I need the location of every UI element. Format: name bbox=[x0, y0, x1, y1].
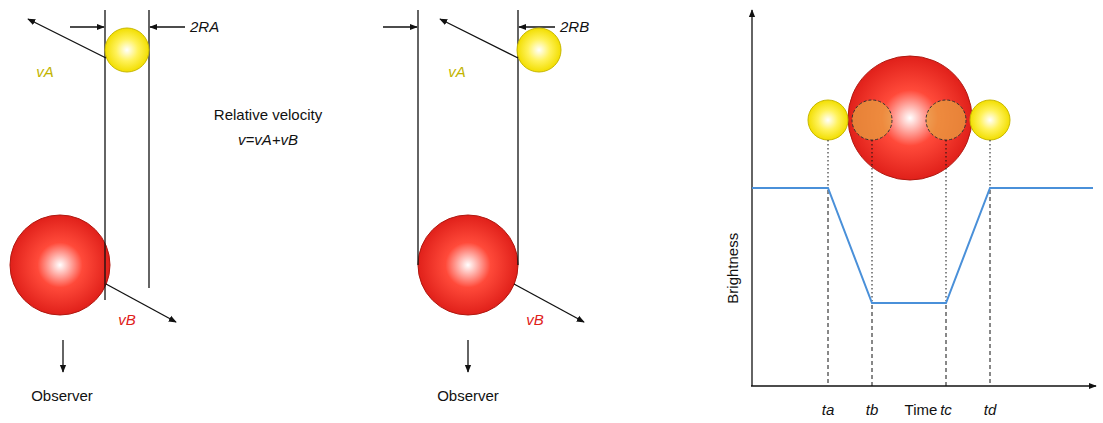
note-label: Relative velocity bbox=[214, 107, 322, 124]
formula-label: v=vA+vB bbox=[238, 132, 298, 149]
dotted-guides bbox=[828, 140, 990, 301]
time-label: ta bbox=[822, 402, 835, 419]
velocity-arrow bbox=[440, 19, 518, 58]
star-a bbox=[808, 100, 848, 140]
observer-arrow bbox=[62, 340, 63, 372]
observer-arrow bbox=[467, 340, 468, 372]
y-axis bbox=[751, 10, 752, 386]
middle-panel bbox=[383, 10, 584, 372]
star-a-transit bbox=[852, 100, 892, 140]
velocity-arrow bbox=[28, 19, 106, 58]
time-label: tc bbox=[940, 402, 952, 419]
axis-label: Brightness bbox=[725, 233, 742, 304]
dimension-arrow bbox=[150, 26, 185, 27]
time-label: td bbox=[984, 402, 997, 419]
star-b bbox=[10, 215, 110, 315]
velocity-label: vB bbox=[526, 312, 544, 329]
velocity-arrow bbox=[514, 284, 584, 322]
axis-label: Time bbox=[905, 402, 938, 419]
dimension-label: 2RA bbox=[190, 19, 219, 36]
x-axis bbox=[751, 385, 1096, 386]
star-a-transit bbox=[926, 100, 966, 140]
velocity-label: vA bbox=[448, 64, 466, 81]
star-a bbox=[517, 28, 561, 72]
velocity-arrow bbox=[106, 284, 176, 322]
star-a bbox=[970, 100, 1010, 140]
velocity-label: vB bbox=[118, 312, 136, 329]
dimension-arrow bbox=[519, 26, 555, 27]
time-label: tb bbox=[866, 402, 879, 419]
velocity-label: vA bbox=[36, 64, 54, 81]
dimension-arrow bbox=[70, 26, 104, 27]
guide-line bbox=[417, 10, 418, 265]
star-b bbox=[418, 215, 518, 315]
light-curve bbox=[752, 188, 1093, 303]
observer-label: Observer bbox=[31, 388, 93, 405]
dimension-arrow bbox=[383, 26, 417, 27]
light-curve-panel bbox=[751, 10, 1096, 386]
star-b bbox=[848, 56, 972, 180]
time-markers bbox=[828, 190, 990, 386]
observer-label: Observer bbox=[437, 388, 499, 405]
star-a bbox=[105, 28, 149, 72]
left-panel bbox=[10, 10, 185, 372]
dimension-label: 2RB bbox=[560, 19, 589, 36]
